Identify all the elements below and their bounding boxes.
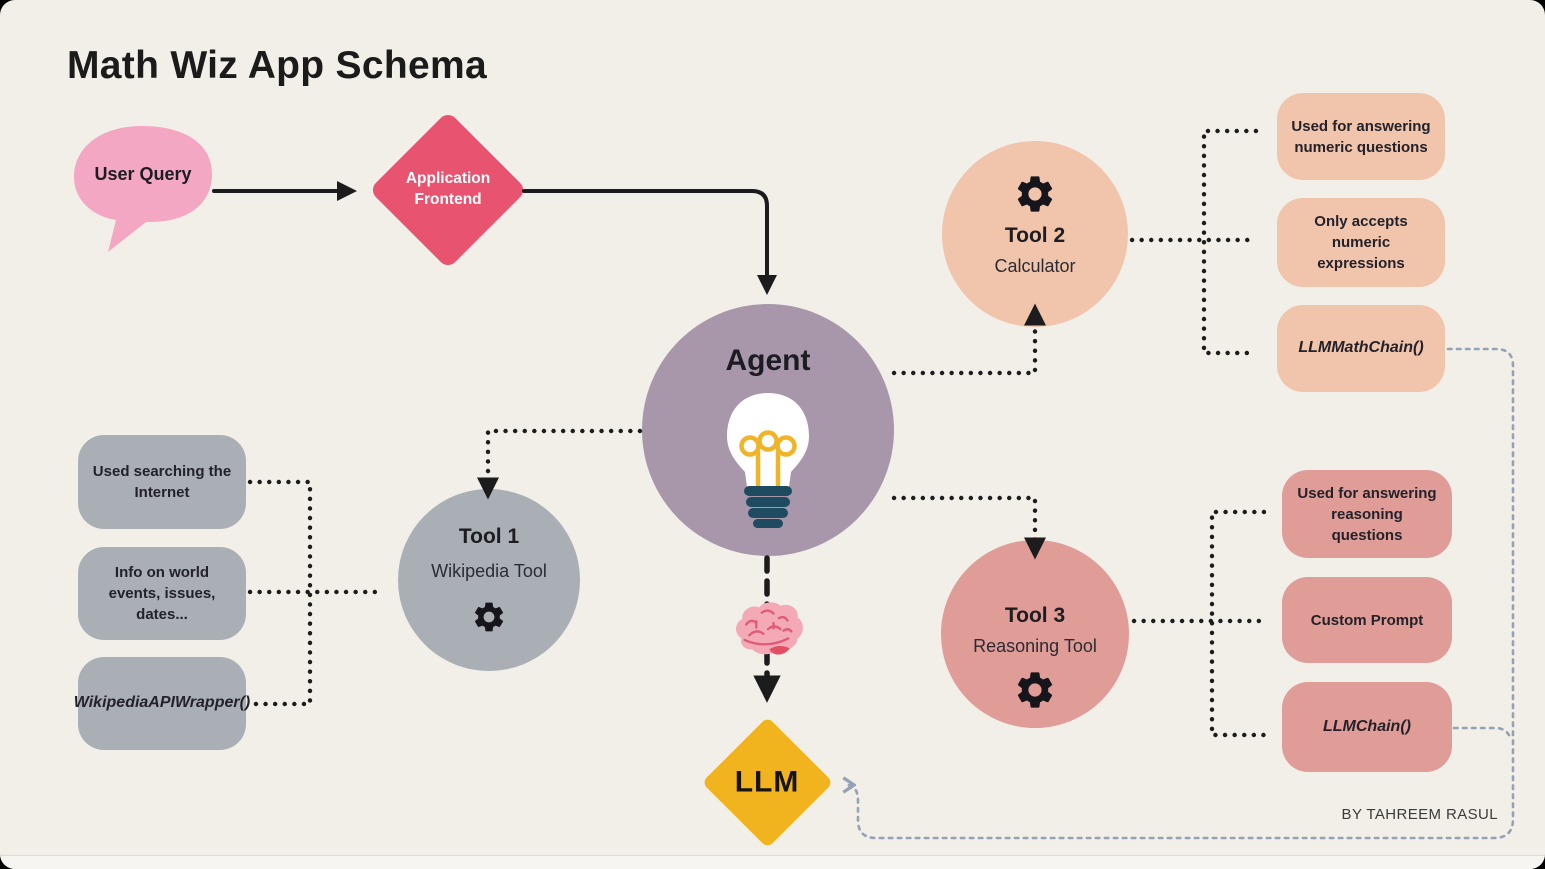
application-frontend-node: Application Frontend <box>368 110 528 270</box>
bracket-tool2-notes <box>1201 128 1259 356</box>
tool-1-subtitle: Wikipedia Tool <box>431 561 547 581</box>
gear-icon <box>1017 176 1053 212</box>
note-card: Info on world events, issues, dates... <box>78 547 246 640</box>
note-card: LLMMathChain() <box>1277 305 1445 392</box>
gear-icon <box>1017 672 1053 708</box>
tool-2-title: Tool 2 <box>1004 224 1066 247</box>
tool-3-node: Tool 3 Reasoning Tool <box>941 540 1129 728</box>
bracket-tool1-notes <box>247 479 313 707</box>
tool-2-subtitle: Calculator <box>994 256 1076 276</box>
note-card: Used for answering numeric questions <box>1277 93 1445 180</box>
credit-text: BY TAHREEM RASUL <box>1341 806 1498 823</box>
llm-node: LLM <box>701 716 834 849</box>
lightbulb-icon <box>727 393 809 528</box>
bottom-strip <box>0 855 1545 869</box>
bracket-tool3-notes <box>1209 509 1267 738</box>
agent-node: Agent <box>642 304 894 556</box>
note-card: WikipediaAPIWrapper() <box>74 657 250 750</box>
application-frontend-label: Application Frontend <box>405 170 491 208</box>
note-card: Only accepts numeric expressions <box>1277 198 1445 287</box>
tool-1-node: Tool 1 Wikipedia Tool <box>398 489 580 671</box>
note-card: Custom Prompt <box>1282 577 1452 663</box>
speech-bubble-icon <box>74 126 212 252</box>
note-card: Used searching the Internet <box>78 435 246 529</box>
note-card: Used for answering reasoning questions <box>1282 470 1452 558</box>
tool-3-subtitle: Reasoning Tool <box>973 636 1097 656</box>
llm-label: LLM <box>735 765 800 799</box>
brain-icon <box>736 602 803 655</box>
gear-icon <box>474 602 504 632</box>
note-card: LLMChain() <box>1282 682 1452 772</box>
tool-3-title: Tool 3 <box>1004 604 1066 627</box>
connector-llmchain-join <box>1452 726 1513 742</box>
user-query-node: User Query <box>94 164 192 184</box>
connector-frontend-to-agent <box>522 189 777 295</box>
tool-1-title: Tool 1 <box>458 525 520 548</box>
page-title: Math Wiz App Schema <box>67 44 487 87</box>
agent-label: Agent <box>725 344 811 377</box>
connector-agent-to-tool1 <box>477 428 643 500</box>
tool-2-node: Tool 2 Calculator <box>942 141 1128 327</box>
